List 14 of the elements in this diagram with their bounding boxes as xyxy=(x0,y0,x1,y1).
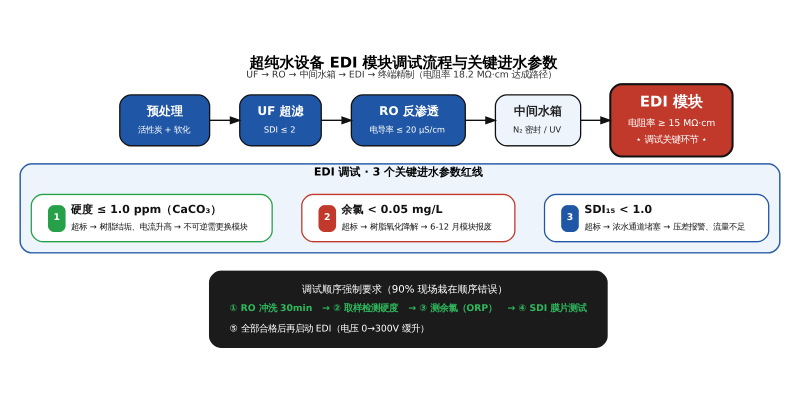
node-box: UF 超滤 SDI ≤ 2 xyxy=(239,94,322,146)
node-box: 3 SDI₁₅ < 1.0 超标 → 浓水通道堵塞 → 压差报警、流量不足 xyxy=(544,194,770,242)
node-box: 调试顺序强制要求（90% 现场栽在顺序错误） ① RO 冲洗 30min → ② 取样检测硬度 → ③ 测余氯（ORP） → ④ SDI 膜片测试 ⑤ 全部合格后再启动 EDI（电压 0→300V 缓升） xyxy=(208,270,608,348)
node-box: 1 硬度 ≤ 1.0 ppm（CaCO₃） 超标 → 树脂结垢、电流升高 → 不可逆需更换模块 xyxy=(30,194,273,242)
caption: UF → RO → 中间水箱 → EDI → 终端精制（电阻率 18.2 MΩ·cm 达成路径） xyxy=(246,70,557,81)
arrow xyxy=(465,116,498,124)
node-box: 预处理 活性炭 + 软化 xyxy=(119,94,210,146)
node-box: 2 余氯 < 0.05 mg/L 超标 → 树脂氧化降解 → 6-12 月模块报废 xyxy=(301,194,516,242)
node-box: 中间水箱 N₂ 密封 / UV xyxy=(494,94,582,146)
arrow xyxy=(580,116,612,124)
arrow xyxy=(210,116,242,124)
arrow xyxy=(321,116,354,124)
node-box: EDI 模块 电阻率 ≥ 15 MΩ·cm ⋆ 调试关键环节 ⋆ xyxy=(609,83,734,158)
node-box: RO 反渗透 电导率 ≤ 20 µS/cm xyxy=(350,94,466,146)
